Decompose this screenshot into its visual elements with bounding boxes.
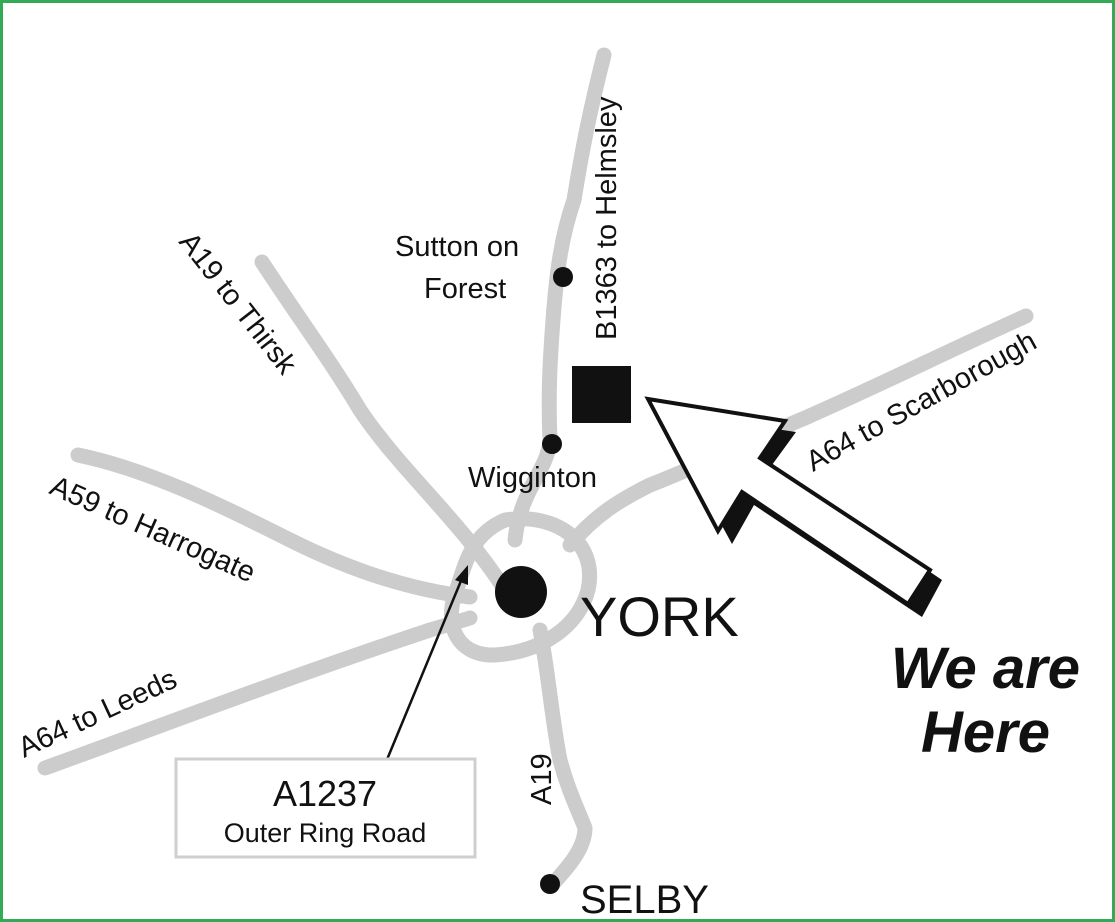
road-a59-harrogate — [70, 447, 478, 605]
road-a64-leeds — [37, 610, 478, 776]
label-a19: A19 — [526, 753, 558, 805]
label-selby: SELBY — [580, 878, 709, 922]
ring-road-pointer-line — [384, 575, 465, 763]
road-b1363-helmsley — [507, 47, 612, 548]
we-are-here-arrow — [644, 396, 933, 607]
label-sutton-line1: Sutton on — [395, 231, 519, 263]
sutton-on-forest-marker — [553, 267, 573, 287]
label-york: YORK — [580, 585, 739, 648]
ring-road-pointer-head — [455, 565, 468, 585]
label-sutton-line2: Forest — [424, 273, 506, 305]
ring-road-name: Outer Ring Road — [224, 818, 427, 848]
road-a19-selby — [532, 622, 593, 893]
label-b1363-helmsley: B1363 to Helmsley — [591, 96, 623, 340]
york-marker — [495, 566, 547, 618]
selby-marker — [540, 874, 560, 894]
label-wigginton: Wigginton — [468, 462, 597, 494]
callout-line1: We are — [891, 636, 1080, 701]
destination-square-marker — [572, 366, 631, 423]
ring-road-label-box — [174, 757, 477, 859]
wigginton-marker — [542, 434, 562, 454]
callout-line2: Here — [921, 700, 1050, 765]
road-a19-thirsk — [254, 254, 513, 598]
ring-road-code: A1237 — [273, 773, 377, 814]
